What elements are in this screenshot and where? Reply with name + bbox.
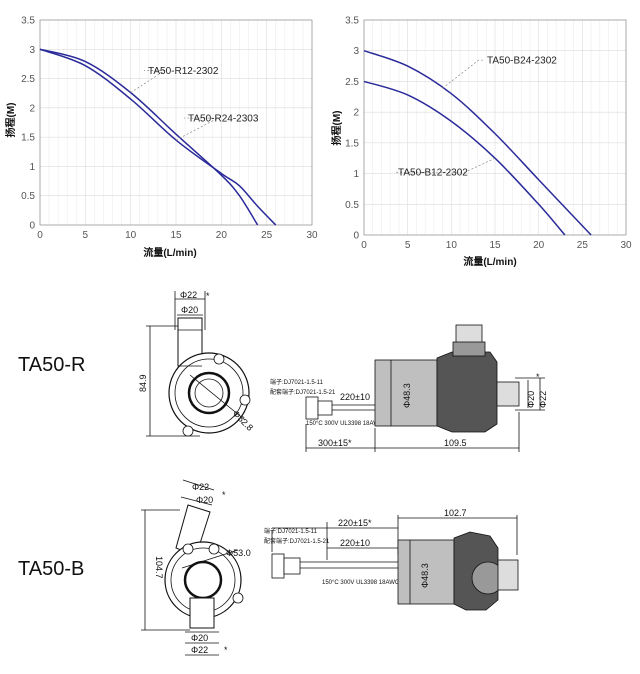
y-tick-label: 0.5 bbox=[345, 200, 359, 211]
b-bottom-d22: Φ22 bbox=[191, 645, 208, 655]
ta50-b-side-view: 端子:DJ7021-1.5-11 配套端子:DJ7021-1.5-21 150°… bbox=[264, 508, 519, 611]
x-tick-label: 10 bbox=[446, 240, 458, 251]
x-tick-label: 0 bbox=[361, 240, 367, 251]
chart-ta50-r-performance: 0 5 10 15 20 25 30 0 0.5 1 1.5 2 2.5 3 3.5TA50-R12-230… bbox=[21, 16, 318, 242]
chart-ta50-b-performance: 0 5 10 15 20 25 30 0 0.5 1 1.5 2 2.5 3 3.5TA50-B24-230… bbox=[345, 16, 632, 252]
series-label-ta50-r12-2302: TA50-R12-2302 bbox=[148, 66, 219, 77]
y-tick-label: 1 bbox=[29, 162, 35, 173]
b-front-d20: Φ20 bbox=[196, 495, 213, 505]
y-tick-label: 2.5 bbox=[345, 77, 359, 88]
b-height: 104.7 bbox=[154, 556, 164, 579]
series-line-ta50-r12-2302 bbox=[39, 48, 259, 226]
b-front-star: * bbox=[222, 490, 226, 500]
series-label-leader bbox=[442, 59, 483, 89]
b-body-diameter: Φ48.3 bbox=[420, 563, 430, 588]
x-tick-label: 0 bbox=[37, 230, 43, 241]
chart-b-x-label: 流量(L/min) bbox=[463, 255, 516, 268]
b-front-d22: Φ22 bbox=[192, 482, 209, 492]
y-tick-label: 0.5 bbox=[21, 191, 35, 202]
chart-b-y-label: 扬程(M) bbox=[330, 111, 343, 146]
r-body-diameter: Φ48.3 bbox=[402, 383, 412, 408]
x-tick-label: 15 bbox=[170, 230, 182, 241]
y-tick-label: 1 bbox=[353, 169, 359, 180]
plot-frame bbox=[363, 19, 627, 236]
x-tick-label: 5 bbox=[83, 230, 89, 241]
y-tick-label: 1.5 bbox=[345, 138, 359, 149]
series-line-ta50-r24-2303 bbox=[39, 48, 277, 226]
r-side-d22: Φ22 bbox=[538, 391, 548, 408]
r-cable-length: 220±10 bbox=[340, 392, 370, 402]
x-tick-label: 15 bbox=[489, 240, 501, 251]
r-terminal2: 配套端子:DJ7021-1.5-21 bbox=[270, 388, 336, 396]
y-tick-label: 2.5 bbox=[21, 74, 35, 85]
r-side-d20: Φ20 bbox=[526, 391, 536, 408]
y-tick-label: 2 bbox=[29, 103, 35, 114]
ta50-r-front-view: Φ22 * Φ20 84.9 Φ52.8 bbox=[138, 290, 255, 437]
series-label-ta50-b12-2302: TA50-B12-2302 bbox=[398, 168, 468, 179]
x-tick-label: 25 bbox=[261, 230, 273, 241]
series-line-ta50-b12-2302 bbox=[363, 80, 566, 236]
y-tick-label: 3 bbox=[353, 46, 359, 57]
y-tick-label: 3 bbox=[29, 45, 35, 56]
r-terminal1: 端子:DJ7021-1.5-11 bbox=[270, 378, 324, 386]
r-height: 84.9 bbox=[138, 374, 148, 392]
x-tick-label: 25 bbox=[577, 240, 589, 251]
b-bottom-star: * bbox=[224, 645, 228, 655]
y-tick-label: 1.5 bbox=[21, 133, 35, 144]
r-front-star: * bbox=[206, 291, 210, 301]
b-wire-spec: 150°C 300V UL3398 18AWG bbox=[322, 580, 400, 586]
model-label-ta50-b: TA50-B bbox=[18, 558, 84, 580]
b-length-220a: 220±15* bbox=[338, 518, 372, 528]
x-tick-label: 30 bbox=[306, 230, 318, 241]
series-line-ta50-b24-2302 bbox=[363, 50, 592, 236]
r-length-109: 109.5 bbox=[444, 438, 467, 448]
chart-r-y-label: 扬程(M) bbox=[4, 103, 17, 138]
ta50-r-side-view: 端子:DJ7021-1.5-11 配套端子:DJ7021-1.5-21 220±… bbox=[270, 324, 548, 452]
model-label-ta50-r: TA50-R bbox=[18, 354, 85, 376]
y-tick-label: 3.5 bbox=[345, 16, 359, 27]
b-terminal1: 端子:DJ7021-1.5-11 bbox=[264, 527, 318, 535]
r-side-star: * bbox=[536, 372, 540, 382]
r-length-300: 300±15* bbox=[318, 438, 352, 448]
y-tick-label: 0 bbox=[29, 221, 35, 232]
y-tick-label: 2 bbox=[353, 108, 359, 119]
series-label-ta50-b24-2302: TA50-B24-2302 bbox=[487, 56, 557, 67]
b-length-102: 102.7 bbox=[444, 508, 467, 518]
y-tick-label: 0 bbox=[353, 231, 359, 242]
x-tick-label: 20 bbox=[533, 240, 545, 251]
b-bottom-d20: Φ20 bbox=[191, 633, 208, 643]
x-tick-label: 10 bbox=[125, 230, 137, 241]
series-label-leader bbox=[394, 157, 496, 173]
r-front-d22: Φ22 bbox=[180, 290, 197, 300]
chart-r-x-label: 流量(L/min) bbox=[143, 246, 196, 259]
x-tick-label: 20 bbox=[216, 230, 228, 241]
b-diameter: Φ53.0 bbox=[226, 548, 251, 558]
b-terminal2: 配套端子:DJ7021-1.5-21 bbox=[264, 537, 330, 545]
r-wire-spec: 150°C 300V UL3398 18AWG bbox=[306, 421, 384, 427]
y-tick-label: 3.5 bbox=[21, 16, 35, 27]
series-label-ta50-r24-2303: TA50-R24-2303 bbox=[188, 114, 259, 125]
plot-frame bbox=[39, 19, 313, 226]
r-front-d20: Φ20 bbox=[181, 305, 198, 315]
b-length-220b: 220±10 bbox=[340, 538, 370, 548]
series-label-leader bbox=[130, 70, 166, 93]
x-tick-label: 5 bbox=[405, 240, 411, 251]
ta50-b-front-view: Φ22 * Φ20 104.7 Φ53.0 Φ20 Φ22 * bbox=[141, 479, 251, 656]
x-tick-label: 30 bbox=[620, 240, 632, 251]
